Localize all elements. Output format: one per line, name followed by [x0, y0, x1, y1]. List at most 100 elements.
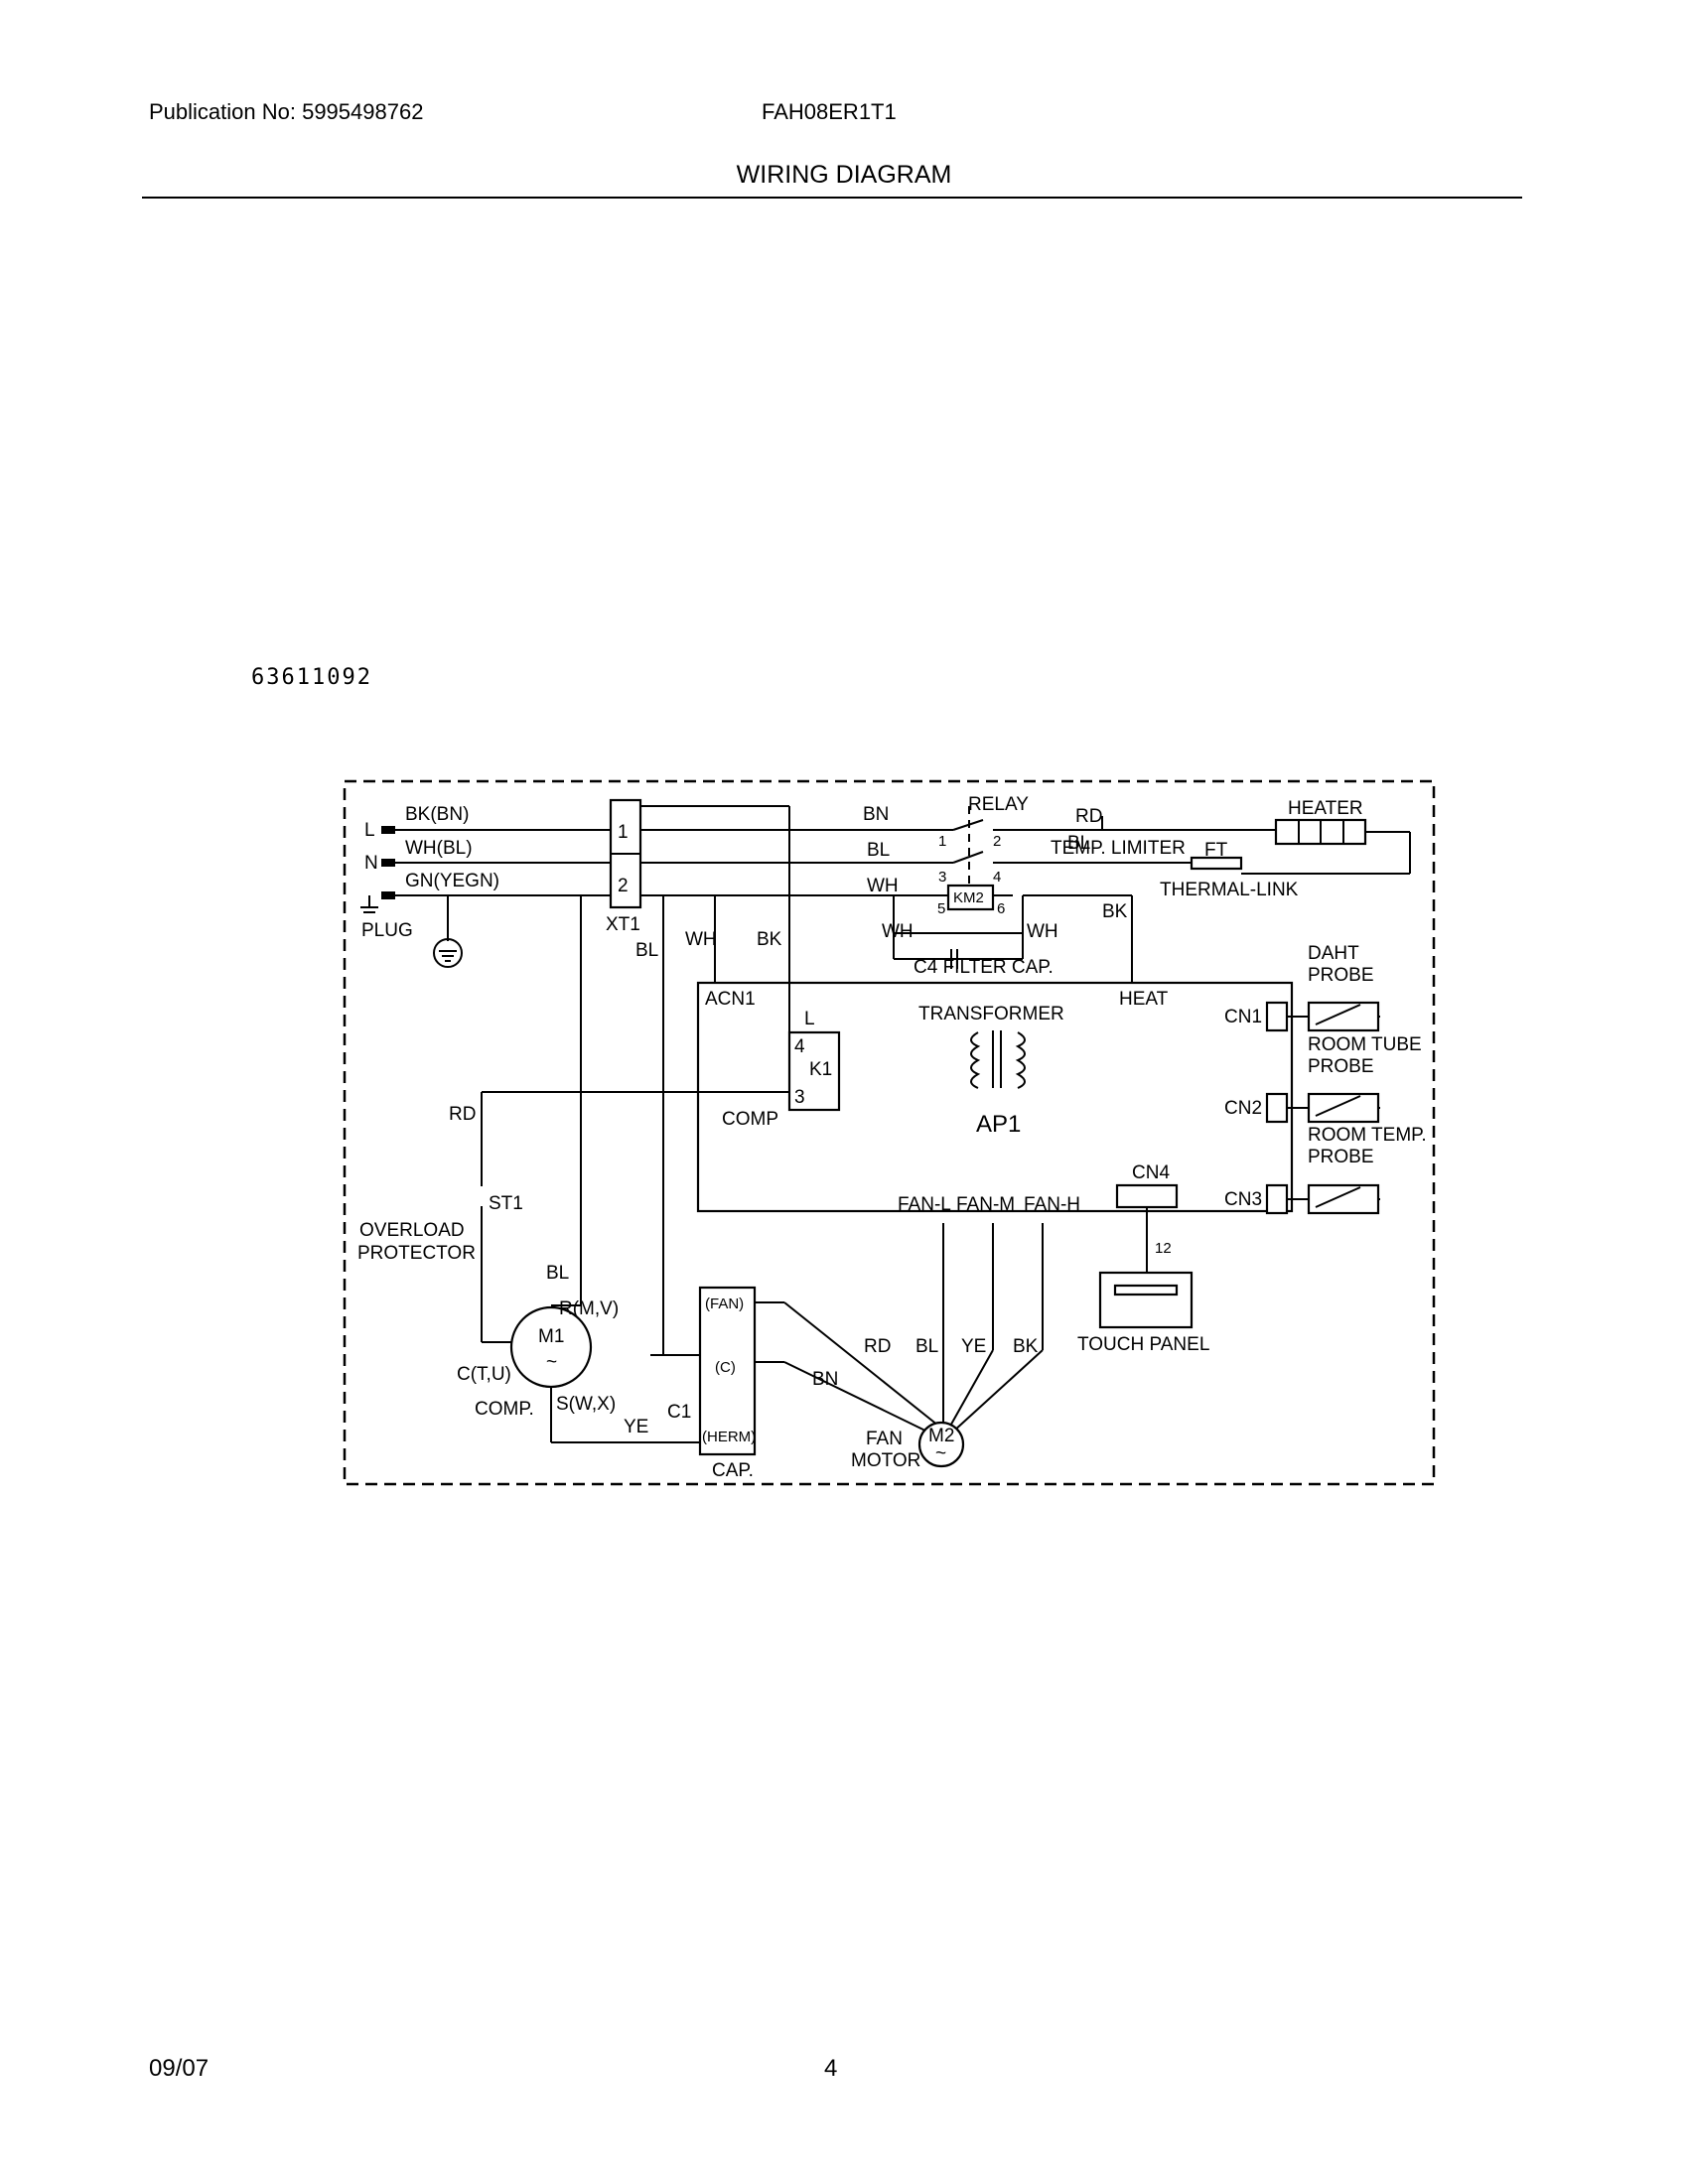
fan-m-label: FAN-M — [956, 1194, 1015, 1215]
wire-wh-relay-2: WH — [882, 921, 914, 942]
terminal-block-xt1: 1 2 — [609, 798, 642, 909]
overload-label: OVERLOAD — [359, 1220, 465, 1241]
room-tube-probe-label: ROOM TUBE — [1308, 1034, 1422, 1055]
model-number: FAH08ER1T1 — [762, 99, 897, 124]
wire-n-color: WH(BL) — [405, 838, 473, 859]
daht-probe-label-2: PROBE — [1308, 965, 1374, 986]
relay-pin-2: 2 — [993, 833, 1001, 850]
wire-bk-fan: BK — [1013, 1336, 1039, 1357]
thermal-link-label: THERMAL-LINK — [1160, 880, 1299, 900]
temp-limiter-label: TEMP. LIMITER — [1051, 838, 1186, 859]
compressor-label: COMP. — [475, 1399, 534, 1420]
svg-text:1: 1 — [618, 822, 629, 843]
wire-wh-relay-3: WH — [1027, 921, 1058, 942]
filter-cap-label: C4 FILTER CAP. — [914, 957, 1054, 978]
wire-bn-relay: BN — [863, 804, 889, 825]
cn4-label: CN4 — [1132, 1162, 1170, 1183]
k1-pin-3: 3 — [794, 1087, 805, 1108]
cn1-label: CN1 — [1224, 1007, 1262, 1027]
compressor-s-terminal: S(W,X) — [556, 1394, 616, 1415]
cap-fan-terminal: (FAN) — [705, 1296, 744, 1312]
cap-c-terminal: (C) — [715, 1359, 736, 1376]
ap1-label: AP1 — [976, 1111, 1021, 1138]
wire-rd-fan: RD — [864, 1336, 891, 1357]
relay-pin-3: 3 — [938, 869, 946, 886]
cn4-connector — [1115, 1183, 1179, 1209]
heat-connector-label: HEAT — [1119, 989, 1169, 1010]
acn1-label: ACN1 — [705, 989, 756, 1010]
wire-rd-limiter: RD — [1075, 806, 1102, 827]
transformer-label: TRANSFORMER — [918, 1004, 1064, 1024]
publication-number: Publication No: 5995498762 — [149, 99, 424, 124]
relay-km2: KM2 — [953, 889, 984, 906]
fan-motor-label-2: MOTOR — [851, 1450, 920, 1471]
wire-l-color: BK(BN) — [405, 804, 469, 825]
wire-bk-xt1: BK — [757, 929, 782, 950]
relay-k1 — [787, 1030, 841, 1112]
line-n-label: N — [364, 853, 378, 874]
wire-ground-color: GN(YEGN) — [405, 871, 499, 891]
wire-bk-heat: BK — [1102, 901, 1128, 922]
power-plug — [360, 826, 611, 968]
room-temp-probe-label: ROOM TEMP. — [1308, 1125, 1427, 1146]
cap-label: CAP. — [712, 1460, 754, 1481]
k1-label: K1 — [809, 1059, 832, 1080]
transformer-icon — [970, 1030, 1026, 1089]
wire-wh-xt1: WH — [685, 929, 717, 950]
relay-pin-5: 5 — [937, 900, 945, 917]
wire-ye-fan: YE — [961, 1336, 986, 1357]
k1-pin-4: 4 — [794, 1036, 805, 1057]
m2-label: M2 — [928, 1426, 954, 1446]
touch-panel — [1098, 1271, 1194, 1329]
svg-text:2: 2 — [618, 876, 629, 896]
cap-herm-terminal: (HERM) — [702, 1429, 756, 1445]
relay-pin-6: 6 — [997, 900, 1005, 917]
plug-label: PLUG — [361, 920, 413, 941]
relay-label: RELAY — [968, 794, 1029, 815]
diagram-frame — [343, 779, 1436, 1486]
cn4-wire-count: 12 — [1155, 1240, 1172, 1257]
heater-label: HEATER — [1288, 798, 1363, 819]
wire-wh-relay-1: WH — [867, 876, 899, 896]
relay-pin-4: 4 — [993, 869, 1001, 886]
protector-label: PROTECTOR — [357, 1243, 476, 1264]
fan-motor-label-1: FAN — [866, 1429, 903, 1449]
page-title: WIRING DIAGRAM — [736, 161, 952, 189]
thermal-link-ft: FT — [1204, 840, 1228, 861]
wire-ye-compressor: YE — [624, 1417, 648, 1437]
daht-probe-label: DAHT — [1308, 943, 1359, 964]
fan-motor-m2 — [917, 1421, 965, 1468]
probe-connectors — [1265, 1001, 1380, 1215]
compressor-motor-m1 — [509, 1305, 593, 1389]
page-number: 4 — [824, 2055, 838, 2082]
cn2-label: CN2 — [1224, 1098, 1262, 1119]
wire-bl-fan: BL — [915, 1336, 938, 1357]
cap-c1-label: C1 — [667, 1402, 691, 1423]
cn3-label: CN3 — [1224, 1189, 1262, 1210]
touch-panel-label: TOUCH PANEL — [1077, 1334, 1209, 1355]
footer-date: 09/07 — [149, 2055, 210, 2082]
board-l-label: L — [804, 1009, 815, 1029]
m1-label: M1 — [538, 1326, 564, 1347]
compressor-r-terminal: R(M,V) — [559, 1298, 619, 1319]
wire-bl-thermal: BL — [1067, 833, 1090, 854]
room-temp-probe-label-2: PROBE — [1308, 1147, 1374, 1167]
xt1-label: XT1 — [606, 914, 640, 935]
heater — [1101, 816, 1411, 875]
compressor-c-terminal: C(T,U) — [457, 1364, 511, 1385]
comp-connector-label: COMP — [722, 1109, 778, 1130]
wire-bl-xt1: BL — [635, 940, 658, 961]
document-number: 63611092 — [251, 665, 372, 690]
fan-h-label: FAN-H — [1024, 1194, 1080, 1215]
wire-rd-compressor: RD — [449, 1104, 476, 1125]
header-rule — [142, 197, 1522, 199]
run-capacitor — [698, 1286, 757, 1456]
line-l-label: L — [364, 820, 375, 841]
m2-tilde: ~ — [935, 1443, 946, 1464]
room-tube-probe-label-2: PROBE — [1308, 1056, 1374, 1077]
relay-pin-1: 1 — [938, 833, 946, 850]
m1-tilde: ~ — [546, 1352, 557, 1373]
fan-l-label: FAN-L — [898, 1194, 951, 1215]
wire-bl-compressor: BL — [546, 1263, 569, 1284]
